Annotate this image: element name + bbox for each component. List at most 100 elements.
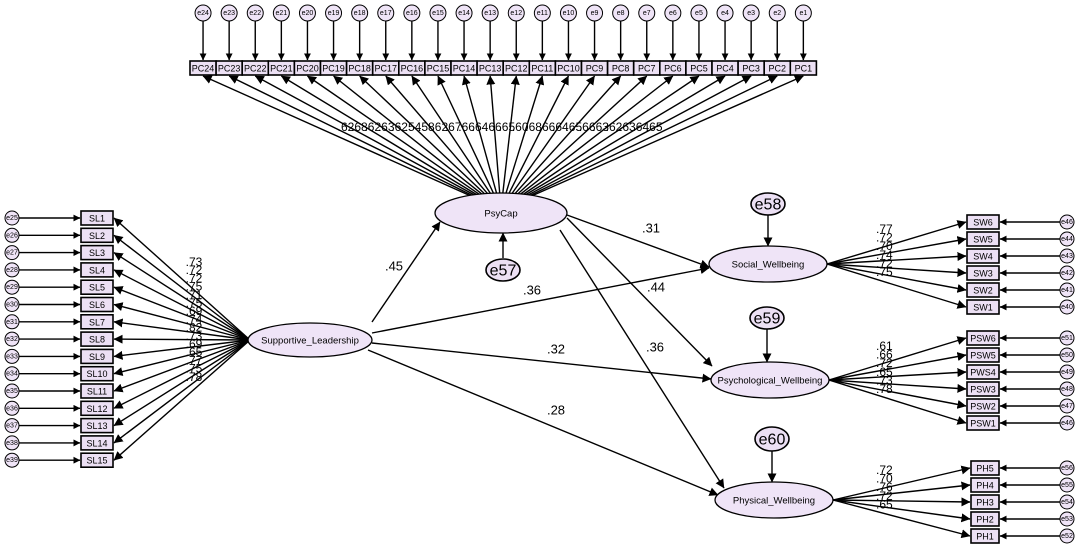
loading-label-sl15: .78: [186, 370, 203, 384]
error-e6: [664, 4, 682, 22]
loading-arrow-pc22: [254, 75, 488, 203]
indicator-label-ph2: PH2: [976, 515, 994, 525]
indicator-label-psw3: PSW3: [970, 385, 996, 395]
indicator-label-sl7: SL7: [89, 317, 105, 327]
error-e52: [1059, 528, 1075, 544]
error-label-e28: e28: [6, 267, 18, 274]
indicator-label-sw3: SW3: [973, 269, 993, 279]
indicator-sw5: [966, 231, 1000, 247]
loading-label-sl6: .75: [186, 296, 203, 310]
latent-supportive-leadership: [247, 322, 373, 358]
loading-arrow-pc10: [504, 75, 570, 202]
loading-arrow-pc23: [228, 75, 487, 203]
indicator-label-pc2: PC2: [768, 64, 786, 74]
error-label-e3: e3: [747, 10, 755, 17]
loading-arrow-sl11: [113, 339, 251, 393]
indicator-sl13: [80, 417, 114, 434]
error-e49: [1059, 364, 1075, 380]
indicator-label-pc17: PC17: [374, 64, 397, 74]
error-label-e10: e10: [563, 10, 575, 17]
error-e33: [4, 348, 20, 364]
indicator-sl7: [80, 313, 114, 330]
error-label-e13: e13: [484, 10, 496, 17]
psycap-loading-label: .66: [458, 120, 475, 134]
indicator-label-pc16: PC16: [401, 64, 424, 74]
path-coef-sl-physical: .28: [547, 403, 565, 418]
psycap-loading-label: .58: [418, 120, 435, 134]
error-e5: [690, 4, 708, 22]
error-label-e17: e17: [380, 10, 392, 17]
loading-arrow-pc17: [385, 75, 495, 202]
loading-label-sl9: .82: [186, 321, 203, 335]
error-label-e48: e48: [1061, 386, 1073, 393]
loading-arrow-pc21: [280, 75, 489, 203]
error-label-e14: e14: [458, 10, 470, 17]
loading-arrow-ph2: [832, 499, 971, 523]
loading-arrow-pc8: [507, 75, 622, 202]
error-e28: [4, 262, 20, 278]
error-label-e23: e23: [223, 10, 235, 17]
path-sl-psycap: [371, 221, 441, 323]
path-psycap-physical: [559, 229, 725, 489]
loading-label-sw6: .77: [876, 222, 893, 236]
indicator-label-pc23: PC23: [218, 64, 241, 74]
error-e36: [4, 400, 20, 416]
loading-arrow-pc2: [515, 75, 778, 203]
psycap-loading-label: .65: [646, 120, 663, 134]
indicator-label-sl11: SL11: [87, 387, 107, 397]
psycap-loading-label: .67: [445, 120, 462, 134]
loading-arrow-sl15: [113, 339, 251, 461]
indicator-psw6: [966, 330, 1000, 346]
error-label-e27: e27: [6, 250, 18, 257]
error-label-e40: e40: [1061, 304, 1073, 311]
latent-label-social-wellbeing: Social_Wellbeing: [732, 260, 805, 271]
error-label-e36: e36: [6, 405, 18, 412]
error-e23: [220, 4, 238, 22]
indicator-sl2: [80, 227, 114, 244]
error-e3: [742, 4, 760, 22]
indicator-sl14: [80, 435, 114, 451]
disturbance-label-psycap: e57: [490, 263, 517, 280]
error-label-e6: e6: [669, 10, 677, 17]
psycap-loading-label: .62: [391, 120, 408, 134]
error-label-e52: e52: [1061, 533, 1073, 540]
indicator-label-ph5: PH5: [976, 464, 994, 474]
error-label-e54: e54: [1061, 499, 1073, 506]
indicator-label-ph3: PH3: [976, 498, 994, 508]
indicator-label-sl2: SL2: [89, 231, 105, 241]
error-label-e51: e51: [1061, 335, 1073, 342]
disturbance-physical: [754, 426, 790, 452]
error-e42: [1059, 265, 1075, 281]
indicator-label-pc14: PC14: [453, 64, 476, 74]
error-e37: [4, 418, 20, 434]
loading-arrow-pc13: [486, 75, 502, 202]
loading-arrow-pc12: [501, 75, 520, 202]
loading-arrow-sl10: [113, 339, 251, 377]
error-e11: [533, 4, 551, 22]
error-label-e50: e50: [1061, 352, 1073, 359]
latent-label-psychological-wellbeing: Psychological_Wellbeing: [718, 376, 823, 387]
psycap-loading-label: .66: [579, 120, 596, 134]
indicator-sl15: [80, 452, 114, 469]
error-e26: [4, 227, 20, 243]
path-coef-sl-psychological: .32: [547, 342, 565, 357]
loading-arrow-psw3: [828, 379, 967, 393]
loading-arrow-sw5: [826, 236, 967, 265]
error-e30: [4, 297, 20, 312]
error-e34: [4, 366, 20, 382]
error-label-e41: e41: [1061, 287, 1073, 294]
error-label-e42: e42: [1061, 270, 1073, 277]
disturbance-psycap: [485, 258, 521, 282]
indicator-label-pc13: PC13: [479, 64, 502, 74]
psycap-loading-label: .64: [632, 120, 649, 134]
indicator-label-psw1: PSW1: [970, 419, 996, 429]
loading-arrow-pws4: [828, 368, 967, 381]
error-label-e43: e43: [1061, 253, 1073, 260]
loading-label-ph5: .72: [876, 463, 893, 477]
error-e48: [1059, 381, 1075, 397]
latent-label-psycap: PsyCap: [484, 209, 517, 220]
psycap-loading-label: .66: [539, 120, 556, 134]
error-e53: [1059, 511, 1075, 527]
error-label-e5: e5: [695, 10, 703, 17]
error-label-e32: e32: [6, 336, 18, 343]
